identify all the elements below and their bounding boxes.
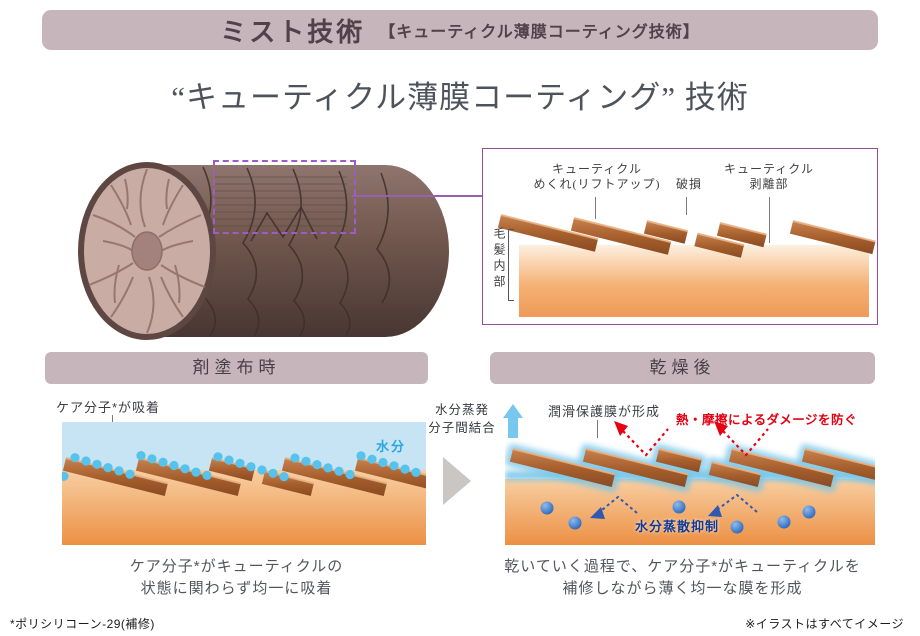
- label-heat-friction: 熱・摩擦によるダメージを防ぐ: [676, 413, 858, 427]
- page-title: “キューティクル薄膜コーティング” 技術: [171, 80, 749, 115]
- cuticle-diagram-art: [497, 214, 876, 317]
- label-protective-film: 潤滑保護膜が形成: [548, 404, 661, 419]
- pointer-line: [686, 197, 687, 215]
- wet-hair-illustration: [62, 422, 426, 545]
- footnote-disclaimer: ※イラストはすべてイメージ: [745, 617, 904, 631]
- right-panel-header: 乾燥後: [490, 352, 875, 384]
- hair-shaft-illustration: [78, 162, 449, 340]
- cuticle-diagram-box: キューティクル めくれ(リフトアップ) 破損 キューティクル 剥離部 毛髪内部: [482, 148, 878, 325]
- banner-subtitle: 【キューティクル薄膜コーティング技術】: [379, 24, 700, 41]
- label-hair-interior: 毛髪内部: [492, 227, 506, 291]
- left-panel-caption: ケア分子*がキューティクルの 状態に関わらず均一に吸着: [129, 558, 344, 597]
- banner: ミスト技術 【キューティクル薄膜コーティング技術】: [42, 10, 878, 50]
- left-panel-header: 剤塗布時: [45, 352, 428, 384]
- dry-hair-illustration: [505, 421, 875, 545]
- pointer-line: [769, 197, 770, 243]
- label-adsorb: ケア分子*が吸着: [56, 400, 161, 415]
- pointer-line: [595, 197, 596, 219]
- bracket: [508, 229, 514, 301]
- evaporation-arrow-icon: [503, 404, 523, 418]
- pointer-line: [597, 420, 598, 438]
- label-damage: 破損: [675, 177, 702, 191]
- label-cuticle-lift: キューティクル めくれ(リフトアップ): [533, 162, 661, 191]
- footnote-ingredient: *ポリシリコーン-29(補修): [10, 617, 155, 631]
- connector-line: [352, 195, 482, 197]
- process-arrow-icon: [443, 457, 471, 505]
- label-peel: キューティクル 剥離部: [724, 162, 814, 191]
- evaporation-arrow-shaft: [508, 417, 518, 438]
- label-moisture-suppress: 水分蒸散抑制: [635, 519, 720, 534]
- label-water: 水分: [376, 439, 407, 454]
- right-panel-caption: 乾いていく過程で、ケア分子*がキューティクルを 補修しながら薄く均一な膜を形成: [504, 558, 861, 597]
- banner-title: ミスト技術: [220, 17, 366, 47]
- zoom-region-outline: [213, 160, 356, 234]
- transition-text: 水分蒸発 分子間結合: [428, 403, 496, 435]
